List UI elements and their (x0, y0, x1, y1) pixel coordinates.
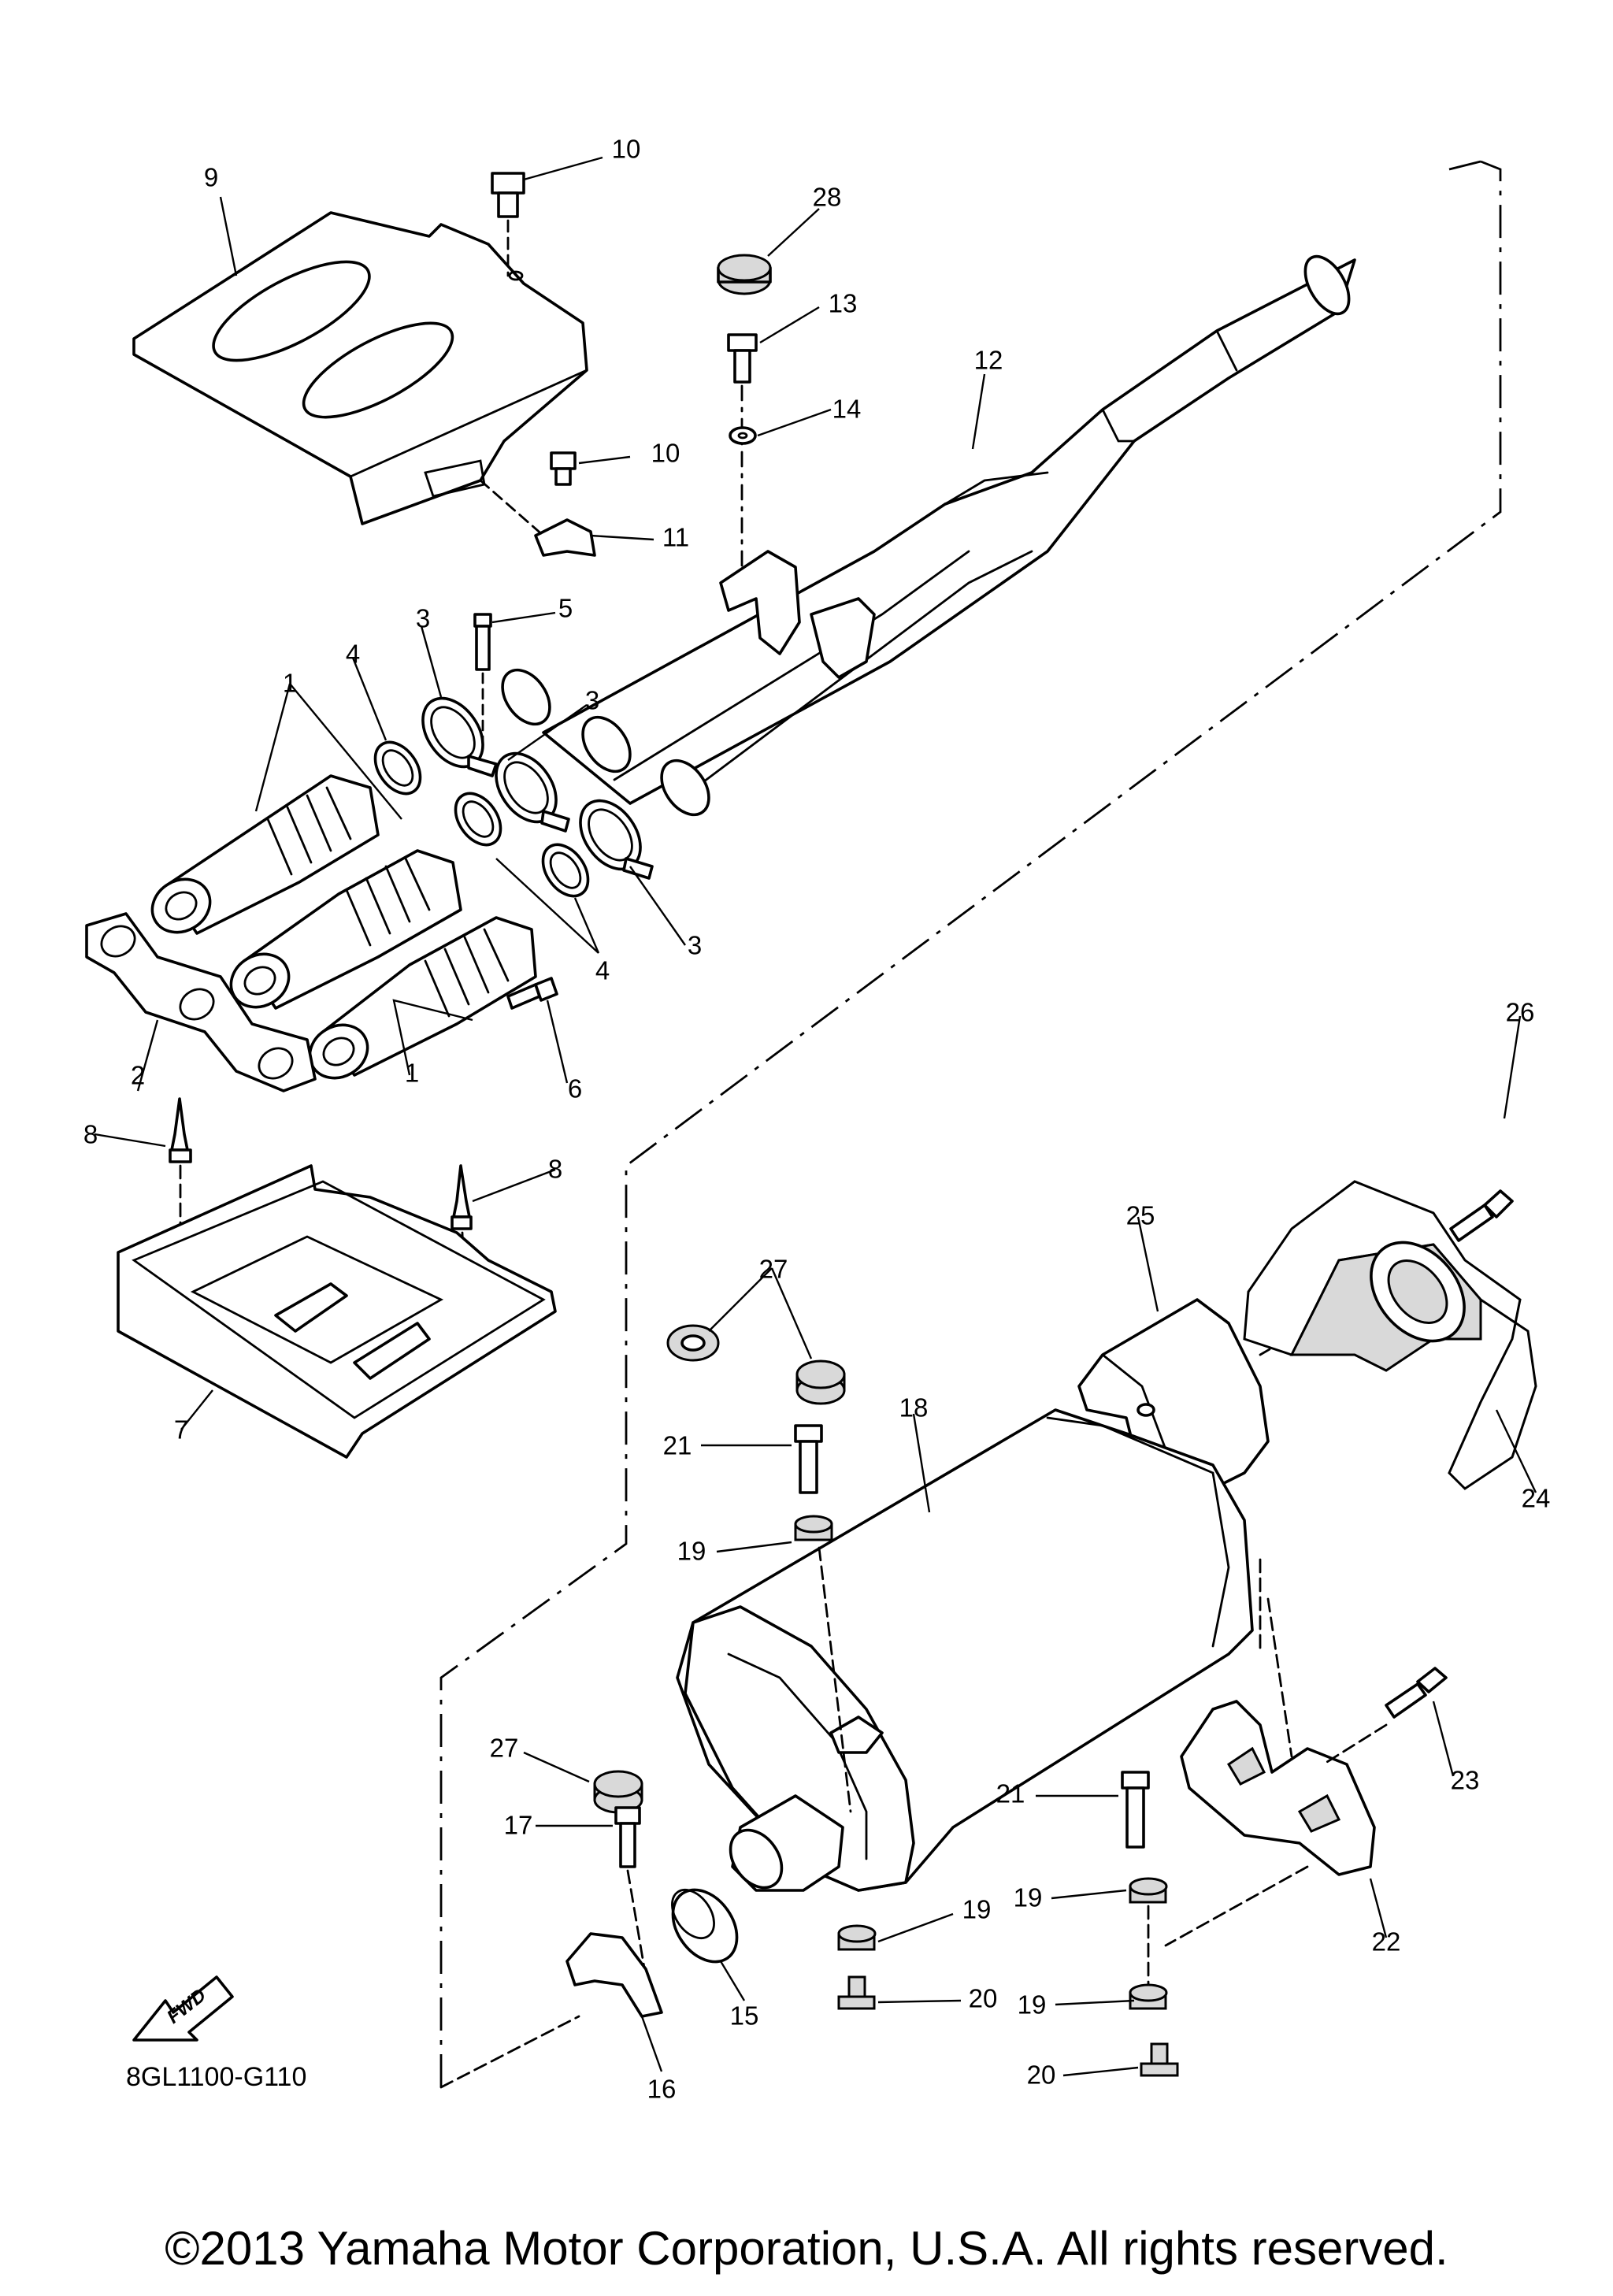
callout-2: 2 (131, 1061, 145, 1090)
part-15-gasket (671, 1888, 739, 1964)
callout-18: 18 (899, 1393, 929, 1422)
callout-26: 26 (1506, 998, 1535, 1027)
part-10-bolt-lower (550, 451, 577, 486)
callout-19: 19 (1014, 1883, 1043, 1912)
callout-4: 4 (346, 640, 360, 669)
callout-16: 16 (647, 2075, 677, 2104)
part-1-flex-joints (150, 774, 537, 1080)
callout-8: 8 (83, 1120, 98, 1149)
assembly-boundary-link (1448, 160, 1481, 171)
callout-numbers: 9 10 28 13 12 14 10 11 5 3 4 1 3 4 3 1 2… (83, 135, 1551, 2104)
part-10-bolt-upper (491, 172, 525, 281)
callout-25: 25 (1126, 1201, 1155, 1230)
part-6-bolt (506, 977, 558, 1010)
callout-1: 1 (405, 1059, 419, 1088)
assembly-boundary (439, 160, 1502, 2087)
callout-13: 13 (829, 289, 858, 318)
leader-lines (94, 156, 1537, 2077)
callout-21: 21 (663, 1431, 692, 1460)
part-4-gaskets (373, 740, 590, 898)
callout-7: 7 (174, 1415, 188, 1445)
callout-10: 10 (612, 135, 641, 164)
callout-24: 24 (1522, 1484, 1551, 1513)
callout-1: 1 (283, 669, 297, 698)
callout-5: 5 (558, 594, 573, 623)
part-24-tailpipe-cover (1243, 1180, 1537, 1490)
part-16-bracket (439, 1932, 663, 2089)
callout-11: 11 (662, 523, 689, 552)
part-2-gasket (85, 912, 317, 1092)
copyright-notice: ©2013 Yamaha Motor Corporation, U.S.A. A… (165, 2222, 1448, 2275)
callout-21: 21 (996, 1779, 1025, 1808)
part-20-bolt-left (837, 1975, 876, 2010)
part-3-clamps (421, 696, 654, 880)
part-18-muffler (676, 1408, 1254, 1892)
part-11-clip (479, 479, 596, 557)
callout-20: 20 (969, 1984, 998, 2013)
callout-15: 15 (730, 2001, 759, 2031)
part-20-bolt-right (1140, 2042, 1179, 2077)
callout-3: 3 (585, 686, 599, 715)
part-23-bolt (1322, 1667, 1448, 1766)
part-21-bolt-upper (794, 1424, 823, 1494)
callout-20: 20 (1027, 2060, 1056, 2090)
part-21-bolt-right (1121, 1771, 1150, 1849)
part-12-exhaust-pipe (501, 254, 1356, 817)
part-19-collar-left (837, 1924, 877, 1951)
callout-19: 19 (1018, 1990, 1047, 2020)
callout-19: 19 (677, 1537, 706, 1566)
callout-28: 28 (813, 183, 842, 212)
callout-27: 27 (490, 1734, 519, 1763)
part-7-lower-heat-shield (117, 1164, 557, 1459)
callout-19: 19 (962, 1895, 992, 1924)
part-5-bolt (473, 613, 492, 742)
part-9-upper-heat-shield (132, 211, 588, 525)
fwd-arrow-icon: FWD (132, 1975, 234, 2042)
part-19-collar-upper (794, 1515, 852, 1813)
callout-3: 3 (416, 604, 430, 633)
part-28-cap (717, 254, 772, 295)
callout-12: 12 (974, 346, 1003, 375)
part-13-bolt (727, 333, 758, 577)
part-22-muffler-bracket (1164, 1558, 1376, 1947)
callout-4: 4 (595, 956, 610, 985)
callout-6: 6 (568, 1074, 582, 1103)
part-14-washer (729, 426, 757, 445)
callout-14: 14 (832, 395, 862, 424)
callout-9: 9 (204, 163, 218, 192)
callout-22: 22 (1372, 1927, 1401, 1957)
part-27-grommets (593, 1324, 846, 1814)
callout-17: 17 (504, 1811, 533, 1840)
callout-23: 23 (1451, 1766, 1480, 1795)
callout-3: 3 (688, 931, 702, 960)
part-19-collar-right (1129, 1877, 1168, 2010)
diagram-code: 8GL1100-G110 (126, 2062, 306, 2092)
callout-10: 10 (651, 439, 680, 468)
part-17-bolt (614, 1806, 647, 1979)
callout-27: 27 (759, 1255, 788, 1284)
callout-8: 8 (548, 1155, 562, 1184)
